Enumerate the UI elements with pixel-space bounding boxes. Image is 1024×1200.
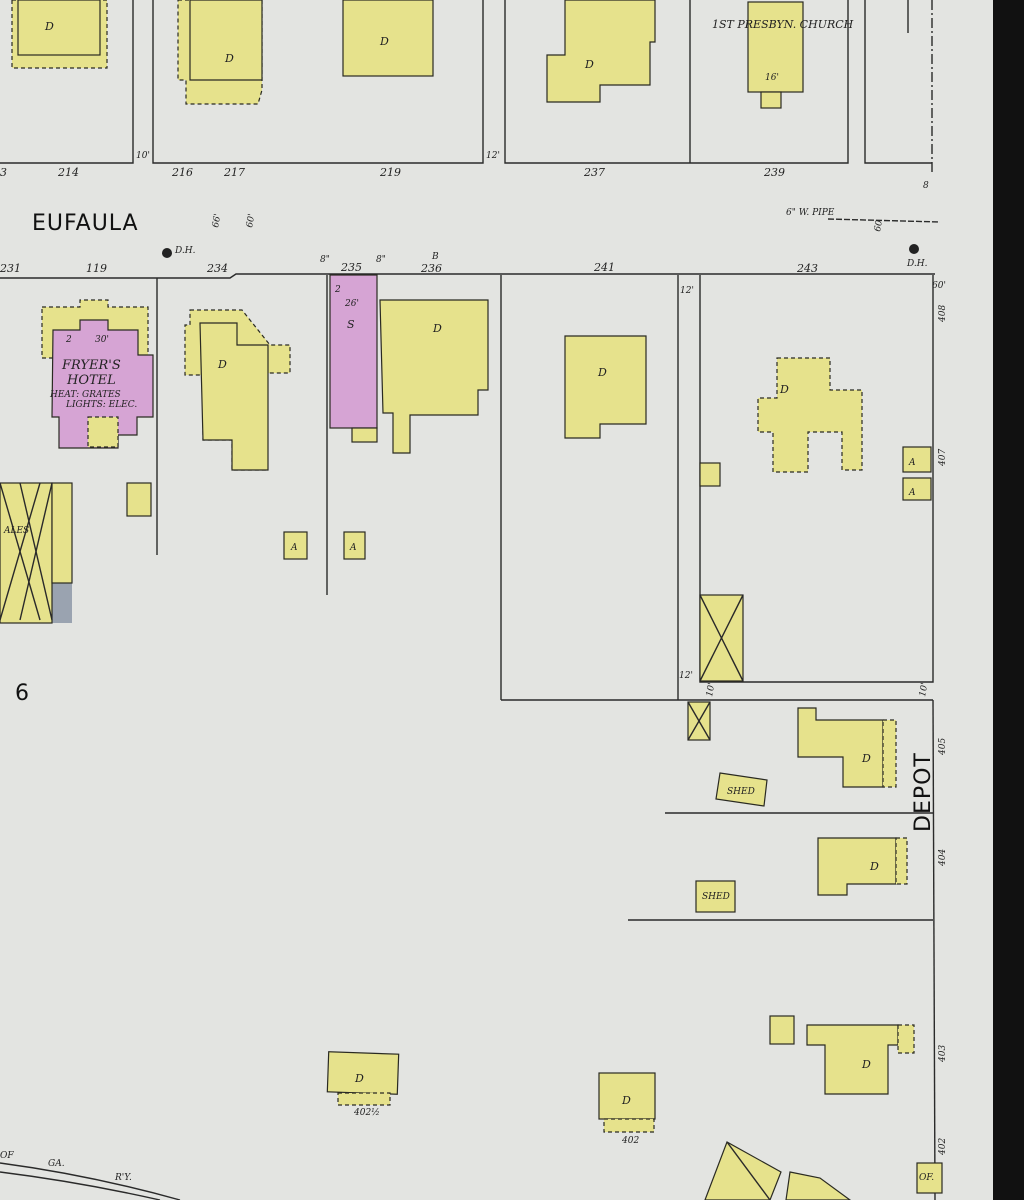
svg-text:D: D — [217, 358, 227, 371]
svg-text:66': 66' — [211, 213, 223, 228]
svg-text:237: 237 — [583, 166, 605, 179]
svg-text:405: 405 — [938, 738, 948, 756]
water-pipe-label: 6" W. PIPE — [786, 208, 835, 218]
svg-text:A: A — [290, 543, 298, 553]
svg-text:243: 243 — [796, 262, 818, 275]
svg-text:D: D — [621, 1094, 631, 1107]
svg-text:235: 235 — [340, 261, 362, 274]
svg-text:B: B — [431, 252, 439, 262]
svg-text:OF.: OF. — [919, 1173, 934, 1183]
address-numbers: 214 216 217 219 237 239 3 231 119 234 23… — [0, 166, 948, 1156]
svg-text:A: A — [908, 488, 916, 498]
svg-text:408: 408 — [938, 305, 948, 323]
svg-text:219: 219 — [379, 166, 401, 179]
svg-text:402: 402 — [621, 1136, 639, 1146]
block-lines — [0, 0, 941, 1200]
svg-text:D: D — [861, 1058, 871, 1071]
svg-text:SHED: SHED — [727, 787, 755, 797]
svg-text:10': 10' — [918, 682, 930, 697]
svg-text:404: 404 — [938, 849, 948, 867]
svg-text:119: 119 — [86, 262, 107, 275]
svg-text:D: D — [354, 1072, 364, 1085]
svg-text:ALES: ALES — [3, 526, 29, 536]
svg-text:D: D — [869, 860, 879, 873]
svg-text:60': 60' — [932, 281, 946, 291]
street-name-depot: DEPOT — [911, 752, 936, 832]
svg-text:231: 231 — [0, 262, 21, 275]
svg-text:D: D — [779, 383, 789, 396]
svg-text:16': 16' — [765, 73, 779, 83]
sales-building: ALES — [0, 482, 73, 624]
map-border — [993, 0, 1024, 1200]
hydrant-icon — [162, 248, 172, 258]
railway-label: GA. — [48, 1159, 65, 1169]
railway-label: R'Y. — [114, 1173, 132, 1183]
svg-text:402½: 402½ — [353, 1107, 380, 1118]
svg-text:S: S — [347, 318, 355, 331]
hotel-name: HOTEL — [66, 373, 116, 388]
svg-text:10': 10' — [136, 151, 150, 161]
svg-text:407: 407 — [938, 449, 948, 467]
buildings-mid: 2 30' FRYER'S HOTEL HEAT: GRATES LIGHTS:… — [0, 274, 932, 682]
hydrant-label: D.H. — [906, 259, 928, 269]
svg-text:8": 8" — [376, 255, 386, 265]
svg-text:239: 239 — [763, 166, 785, 179]
svg-text:60: 60 — [873, 219, 885, 232]
hotel-name: FRYER'S — [61, 358, 121, 373]
svg-text:D: D — [597, 366, 607, 379]
buildings-depot: D SHED D SHED D OF. D D — [326, 701, 943, 1200]
svg-text:D: D — [44, 20, 54, 33]
svg-text:214: 214 — [57, 166, 79, 179]
svg-text:D: D — [861, 752, 871, 765]
garage-x — [699, 594, 744, 682]
svg-text:HEAT: GRATES: HEAT: GRATES — [49, 390, 121, 400]
street-name-eufaula: EUFAULA — [32, 211, 139, 236]
svg-text:LIGHTS: ELEC.: LIGHTS: ELEC. — [65, 400, 137, 410]
svg-text:12': 12' — [486, 151, 500, 161]
svg-text:217: 217 — [223, 166, 245, 179]
hydrant-label: D.H. — [174, 246, 196, 256]
buildings-top: D D D D 16' 1ST PRESBYN. CHURCH — [11, 0, 854, 109]
svg-text:SHED: SHED — [702, 892, 730, 902]
svg-text:403: 403 — [938, 1045, 948, 1063]
svg-text:216: 216 — [171, 166, 193, 179]
svg-text:241: 241 — [593, 261, 615, 274]
svg-text:30': 30' — [95, 335, 109, 345]
svg-text:402: 402 — [938, 1138, 948, 1156]
hydrant-icon — [909, 244, 919, 254]
svg-text:236: 236 — [420, 262, 442, 275]
svg-text:12': 12' — [680, 286, 694, 296]
railway-label: OF — [0, 1151, 14, 1161]
svg-text:3: 3 — [0, 166, 7, 179]
svg-text:2: 2 — [65, 335, 72, 345]
svg-text:12': 12' — [679, 671, 693, 681]
svg-text:10': 10' — [705, 682, 717, 697]
block-number: 6 — [15, 681, 30, 706]
dimension-labels: 10' 12' 66' 60' 8 8" 8" B 60' 12' 12' 10… — [136, 151, 946, 698]
railway: OF GA. R'Y. — [0, 1151, 181, 1200]
svg-text:A: A — [908, 458, 916, 468]
svg-text:D: D — [224, 52, 234, 65]
svg-text:D: D — [584, 58, 594, 71]
svg-text:2: 2 — [334, 285, 341, 295]
church-label: 1ST PRESBYN. CHURCH — [712, 18, 854, 31]
svg-text:26': 26' — [344, 299, 359, 309]
svg-text:60': 60' — [245, 213, 257, 228]
svg-text:A: A — [349, 543, 357, 553]
svg-text:D: D — [379, 35, 389, 48]
svg-text:8: 8 — [923, 181, 929, 191]
svg-text:8": 8" — [320, 255, 330, 265]
svg-text:D: D — [432, 322, 442, 335]
svg-text:234: 234 — [206, 262, 228, 275]
